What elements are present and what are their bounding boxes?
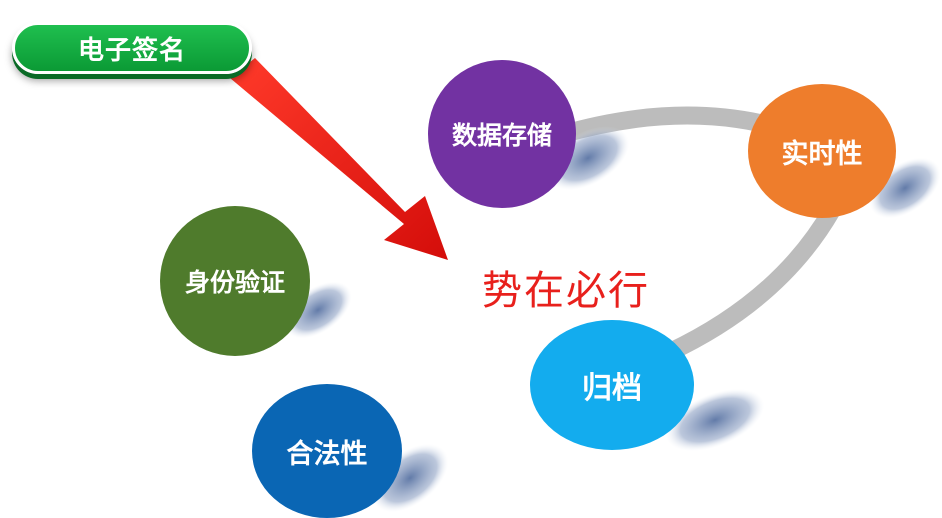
node-label: 身份验证 xyxy=(184,268,285,297)
node-label: 实时性 xyxy=(781,138,863,170)
e-signature-badge: 电子签名 xyxy=(12,22,252,74)
shadow-shape xyxy=(665,389,765,451)
node-identity-verification: 身份验证 xyxy=(160,206,310,356)
badge-label: 电子签名 xyxy=(77,35,186,66)
node-label: 数据存储 xyxy=(451,121,552,150)
node-label: 归档 xyxy=(582,371,642,406)
center-slogan: 势在必行 xyxy=(482,268,650,314)
node-archive: 归档 xyxy=(530,320,694,450)
node-real-time: 实时性 xyxy=(748,84,896,218)
node-legality: 合法性 xyxy=(252,384,402,518)
node-label: 合法性 xyxy=(286,438,368,470)
node-data-storage: 数据存储 xyxy=(428,60,576,208)
red-arrow-icon xyxy=(230,58,448,260)
